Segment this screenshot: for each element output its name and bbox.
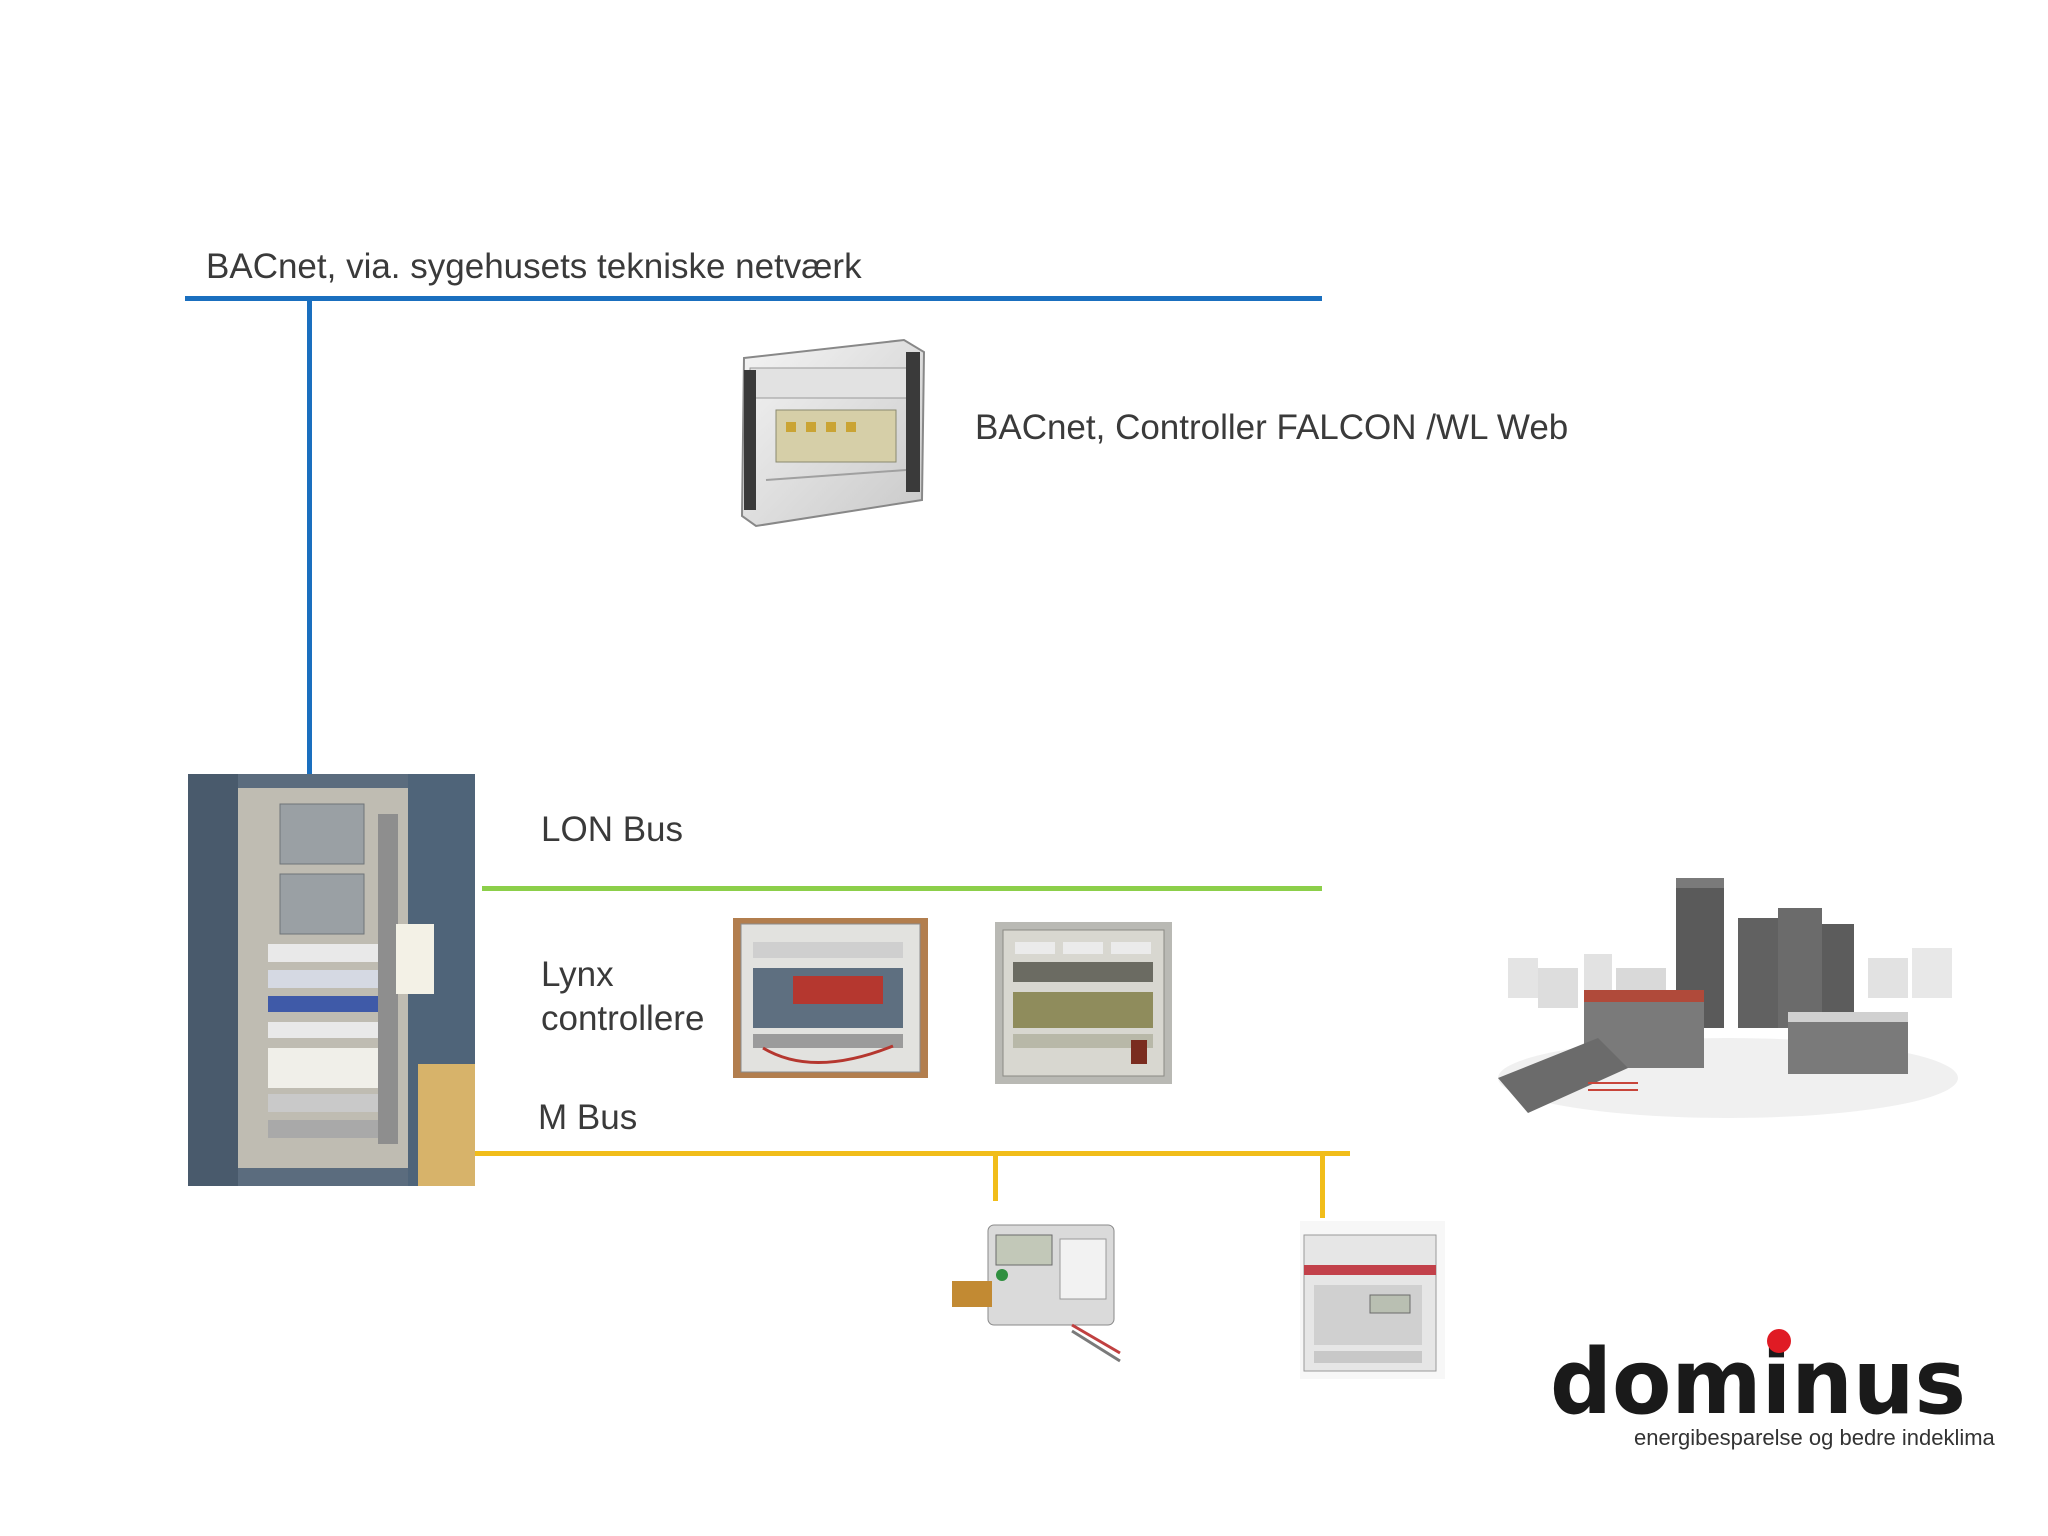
bacnet-drop-line xyxy=(307,298,312,774)
lon-bus-label: LON Bus xyxy=(541,810,683,849)
dominus-logo: dominus energibesparelse og bedre indekl… xyxy=(1548,1325,1995,1465)
bacnet-network-label: BACnet, via. sygehusets tekniske netværk xyxy=(206,247,862,286)
heat-meter-image xyxy=(952,1215,1132,1365)
hospital-buildings-image xyxy=(1488,868,1968,1123)
falcon-controller-label: BACnet, Controller FALCON /WL Web xyxy=(975,408,1569,447)
m-bus-label: M Bus xyxy=(538,1098,638,1137)
dominus-tagline: energibesparelse og bedre indeklima xyxy=(1634,1425,1995,1450)
lon-bus-line xyxy=(482,886,1322,891)
lynx-label-line2: controllere xyxy=(541,999,705,1038)
bacnet-network-line xyxy=(185,296,1322,301)
lynx-label-line1: Lynx xyxy=(541,955,614,994)
m-bus-line xyxy=(472,1151,1350,1156)
m-bus-drop-heat-meter xyxy=(993,1151,998,1201)
control-cabinet-image xyxy=(188,774,475,1186)
electricity-meter-image xyxy=(1300,1221,1445,1379)
lynx-controller-image xyxy=(733,918,928,1078)
falcon-controller-image xyxy=(736,330,928,530)
dominus-logo-wordmark: dominus xyxy=(1550,1329,1966,1420)
m-bus-drop-electricity-meter xyxy=(1320,1151,1325,1218)
lynx-controller-image-2 xyxy=(995,922,1172,1084)
svg-text:dominus: dominus xyxy=(1550,1330,1966,1420)
